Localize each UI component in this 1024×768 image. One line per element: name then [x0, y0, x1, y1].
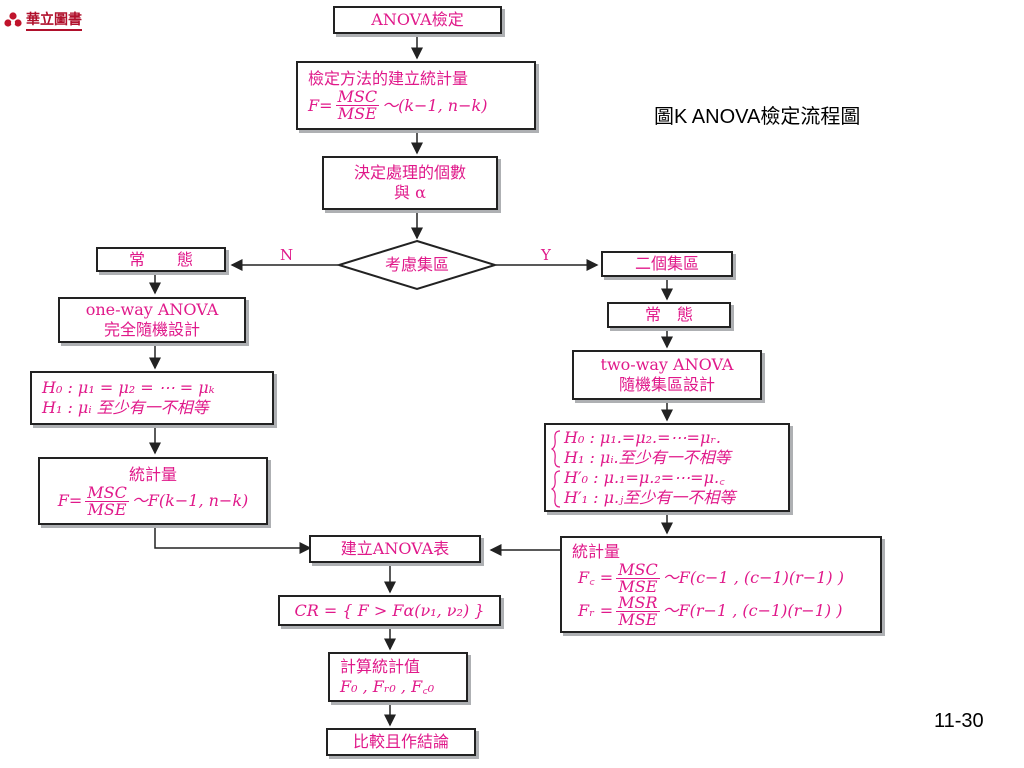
- hypothesis-left-h1: H₁ : μᵢ 至少有一不相等: [42, 398, 209, 417]
- node-decide: 決定處理的個數 與 α: [322, 156, 498, 210]
- fraction-numerator: MSC: [616, 559, 660, 579]
- edge-label-no: N: [280, 246, 294, 264]
- node-anova-table: 建立ANOVA表: [309, 535, 481, 563]
- formula-lhs: F=: [308, 95, 333, 115]
- fc-lhs: F꜀ =: [578, 568, 614, 587]
- node-stat-left: 統計量 F= MSC MSE ～F(k−1, n−k): [38, 457, 268, 525]
- node-one-way: one-way ANOVA 完全隨機設計: [58, 297, 246, 343]
- node-normal-right: 常 態: [607, 302, 731, 328]
- node-anova-table-label: 建立ANOVA表: [340, 539, 450, 558]
- node-normal-left: 常 態: [96, 247, 226, 272]
- stat-right-fc: F꜀ = MSC MSE ～F(c−1 , (c−1)(r−1) ): [578, 559, 844, 596]
- fr-distribution: ～F(r−1 , (c−1)(r−1) ): [662, 601, 843, 620]
- logo-text: 華立圖書: [26, 11, 82, 31]
- fraction-numerator: MSC: [335, 87, 380, 106]
- publisher-logo: 華立圖書: [4, 8, 96, 34]
- logo-icon: [4, 12, 22, 27]
- node-two-cluster: 二個集區: [601, 251, 733, 277]
- node-method-formula: F= MSC MSE ～(k−1, n−k): [308, 89, 487, 122]
- cluster-question-label: 考慮集區: [385, 255, 449, 274]
- node-decide-line1: 決定處理的個數: [353, 163, 466, 182]
- node-two-way-line1: two-way ANOVA: [600, 355, 734, 374]
- node-normal-right-label: 常 態: [644, 305, 693, 324]
- formula-fraction: MSC MSE: [85, 482, 129, 519]
- formula-lhs: F=: [57, 491, 83, 510]
- fc-fraction: MSC MSE: [616, 559, 660, 596]
- node-compute: 計算統計值 F₀ , Fᵣ₀ , F꜀₀: [328, 652, 468, 702]
- node-compute-line2: F₀ , Fᵣ₀ , F꜀₀: [340, 677, 435, 696]
- node-two-cluster-label: 二個集區: [634, 254, 699, 273]
- hypothesis-right-h0: H₀ : μ₁.=μ₂.=⋯=μᵣ.: [564, 427, 721, 447]
- node-stat-right: 統計量 F꜀ = MSC MSE ～F(c−1 , (c−1)(r−1) ) F…: [560, 536, 882, 633]
- fraction-denominator: MSE: [87, 499, 127, 519]
- fr-lhs: Fᵣ =: [578, 601, 614, 620]
- stat-left-title: 統計量: [128, 464, 177, 484]
- fr-fraction: MSR MSE: [616, 592, 660, 629]
- node-anova-test: ANOVA檢定: [333, 6, 502, 34]
- node-one-way-line1: one-way ANOVA: [85, 300, 219, 319]
- fraction-numerator: MSR: [616, 592, 660, 612]
- arrow-stat-table: [154, 525, 312, 554]
- stat-right-fr: Fᵣ = MSR MSE ～F(r−1 , (c−1)(r−1) ): [578, 592, 843, 629]
- formula-fraction: MSC MSE: [335, 87, 380, 123]
- brace-icon: [551, 430, 561, 508]
- hypothesis-left-h0: H₀ : μ₁ = μ₂ = ⋯ = μₖ: [42, 378, 215, 397]
- node-cluster-question: 考慮集區: [336, 239, 498, 291]
- stat-left-formula: F= MSC MSE ～F(k−1, n−k): [57, 482, 249, 519]
- hypothesis-right-h1-prime: H′₁ : μ.ⱼ至少有一不相等: [564, 487, 736, 507]
- node-compute-line1: 計算統計值: [340, 657, 421, 676]
- critical-region-label: CR = { F > Fα(ν₁, ν₂) }: [294, 600, 485, 620]
- formula-distribution: ～(k−1, n−k): [382, 95, 488, 115]
- fraction-denominator: MSE: [618, 609, 658, 629]
- node-hypothesis-right: H₀ : μ₁.=μ₂.=⋯=μᵣ. H₁ : μᵢ.至少有一不相等 H′₀ :…: [544, 423, 790, 512]
- stat-right-title: 統計量: [572, 541, 621, 561]
- node-conclude-label: 比較且作結論: [352, 732, 449, 751]
- node-one-way-line2: 完全隨機設計: [103, 320, 200, 339]
- node-normal-left-label: 常 態: [128, 249, 193, 269]
- node-two-way: two-way ANOVA 隨機集區設計: [572, 350, 762, 400]
- fraction-denominator: MSE: [337, 104, 377, 123]
- node-decide-line2: 與 α: [394, 183, 426, 202]
- page-number: 11-30: [934, 710, 984, 732]
- node-critical-region: CR = { F > Fα(ν₁, ν₂) }: [278, 595, 501, 626]
- node-method-title: 檢定方法的建立統計量: [308, 69, 469, 88]
- node-anova-test-label: ANOVA檢定: [371, 10, 464, 29]
- fraction-denominator: MSE: [618, 576, 658, 596]
- hypothesis-right-h1: H₁ : μᵢ.至少有一不相等: [564, 447, 731, 467]
- node-two-way-line2: 隨機集區設計: [618, 375, 715, 394]
- edge-label-yes: Y: [541, 246, 551, 264]
- node-hypothesis-left: H₀ : μ₁ = μ₂ = ⋯ = μₖ H₁ : μᵢ 至少有一不相等: [30, 371, 274, 425]
- node-method: 檢定方法的建立統計量 F= MSC MSE ～(k−1, n−k): [296, 61, 536, 130]
- node-conclude: 比較且作結論: [326, 728, 476, 756]
- fc-distribution: ～F(c−1 , (c−1)(r−1) ): [662, 568, 844, 587]
- figure-title: 圖K ANOVA檢定流程圖: [654, 106, 861, 128]
- fraction-numerator: MSC: [85, 482, 129, 502]
- hypothesis-right-h0-prime: H′₀ : μ.₁=μ.₂=⋯=μ.꜀: [564, 467, 725, 487]
- formula-distribution: ～F(k−1, n−k): [131, 491, 249, 510]
